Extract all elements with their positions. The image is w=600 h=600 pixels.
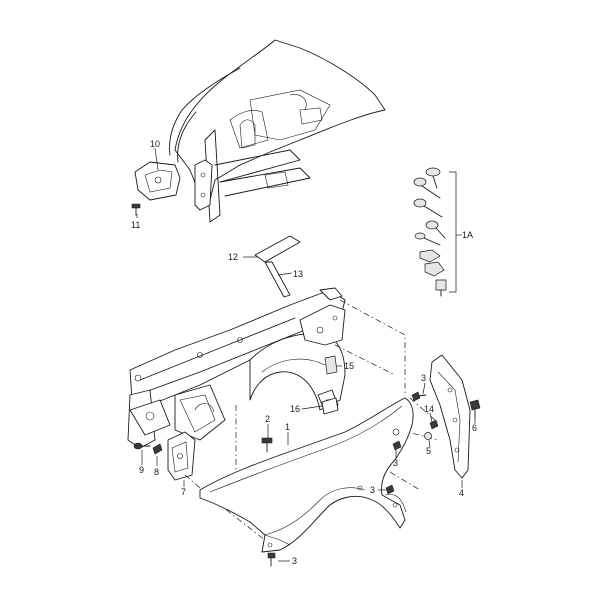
clip-part-15 xyxy=(324,355,338,375)
screw-4 xyxy=(425,220,446,239)
bolt-part-3-a xyxy=(411,391,427,402)
callout-5: 5 xyxy=(426,446,431,456)
bracket-1a xyxy=(449,171,457,293)
callout-14: 14 xyxy=(424,404,434,414)
callout-7: 7 xyxy=(181,487,186,497)
bolt-part-14 xyxy=(429,419,439,430)
strip-part-13 xyxy=(264,261,291,298)
callout-3-d: 3 xyxy=(292,556,297,566)
bolt-part-3-d xyxy=(267,552,276,567)
bolt-part-8 xyxy=(152,443,163,455)
nut-part-5 xyxy=(424,432,432,440)
callout-labels: 10 11 12 13 1A 1 2 15 16 3 14 5 6 4 3 3 … xyxy=(131,139,477,566)
clip-2 xyxy=(424,261,445,277)
bracket-part-4 xyxy=(429,354,471,479)
leader-lines xyxy=(136,147,476,562)
bolt-part-3-b xyxy=(392,440,402,451)
callout-3-a: 3 xyxy=(421,373,426,383)
bolt-part-9 xyxy=(133,442,151,450)
clip-1 xyxy=(419,249,441,263)
callout-10: 10 xyxy=(150,139,160,149)
fender-part-1 xyxy=(199,397,414,553)
front-structure xyxy=(127,287,346,449)
bracket-part-16 xyxy=(321,397,339,415)
callout-3-b: 3 xyxy=(393,458,398,468)
callout-11: 11 xyxy=(131,220,140,230)
callout-2: 2 xyxy=(265,414,270,424)
bolt-part-2 xyxy=(261,437,273,453)
callout-3-c: 3 xyxy=(370,485,375,495)
callout-16: 16 xyxy=(290,404,300,414)
callout-8: 8 xyxy=(154,467,159,477)
vehicle-front-corner xyxy=(169,39,386,223)
clip-part-6 xyxy=(469,399,481,419)
bracket-part-7 xyxy=(167,431,196,481)
bracket-part-10 xyxy=(134,159,213,211)
screw-5 xyxy=(414,232,441,246)
screw-3 xyxy=(413,198,443,218)
trim-strip-part-12 xyxy=(254,235,301,263)
bolt-part-11 xyxy=(131,203,141,216)
callout-1: 1 xyxy=(285,422,290,432)
callout-9: 9 xyxy=(139,465,144,475)
screw-1 xyxy=(425,167,441,189)
callout-12: 12 xyxy=(228,252,238,262)
callout-15: 15 xyxy=(344,361,354,371)
callout-4: 4 xyxy=(459,488,464,498)
callout-6: 6 xyxy=(472,423,477,433)
screw-2 xyxy=(413,177,441,199)
callout-1a: 1A xyxy=(462,230,473,240)
bolt-part-3-c xyxy=(385,484,395,495)
fastener-set-1a xyxy=(413,167,462,297)
clip-3 xyxy=(435,279,447,297)
callout-13: 13 xyxy=(293,269,303,279)
